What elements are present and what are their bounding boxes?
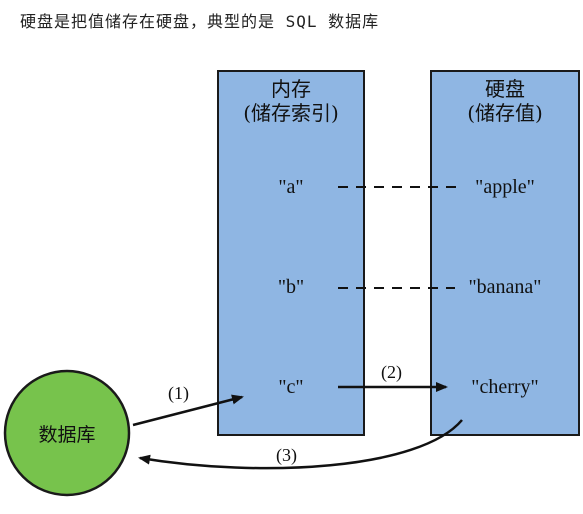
- database-circle: [3, 369, 131, 497]
- page-caption: 硬盘是把值储存在硬盘，典型的是 SQL 数据库: [20, 12, 380, 31]
- memory-title: 内存: [271, 77, 311, 101]
- step-3-label: (3): [276, 445, 297, 465]
- disk-value-apple: "apple": [475, 176, 535, 198]
- disk-title: 硬盘: [485, 77, 525, 101]
- step-2-label: (2): [381, 362, 402, 382]
- disk-block: 硬盘 (储存值) "apple" "banana" "cherry": [430, 70, 580, 436]
- arrow-cherry-to-database: [138, 419, 463, 470]
- memory-key-c: "c": [278, 376, 304, 398]
- disk-value-cherry: "cherry": [471, 376, 539, 398]
- arrow-database-to-memory: [132, 394, 244, 427]
- disk-subtitle: (储存值): [467, 101, 543, 125]
- memory-key-a: "a": [278, 176, 304, 198]
- memory-subtitle: (储存索引): [243, 101, 339, 125]
- memory-block: 内存 (储存索引) "a" "b" "c": [217, 70, 365, 436]
- memory-key-b: "b": [277, 276, 305, 298]
- disk-value-banana: "banana": [468, 276, 542, 298]
- step-1-label: (1): [168, 383, 189, 403]
